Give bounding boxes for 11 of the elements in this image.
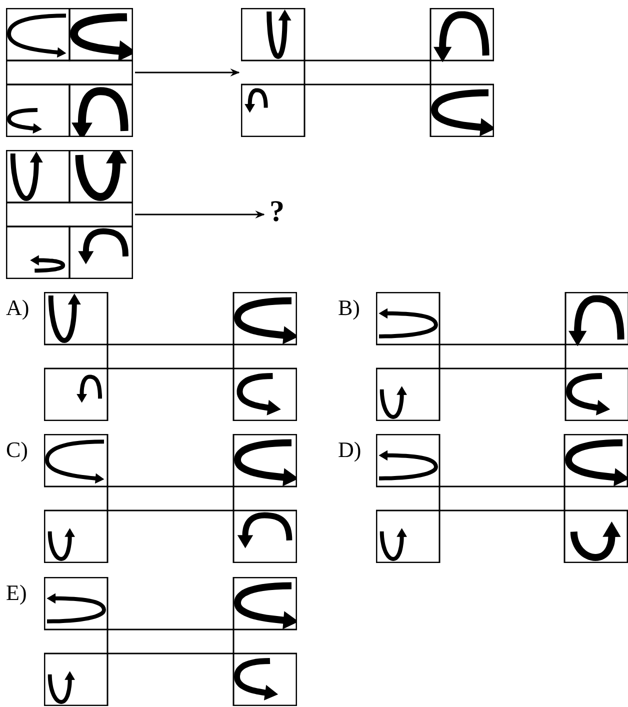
arrow <box>135 210 265 218</box>
option-label: E) <box>6 581 27 605</box>
option-label: A) <box>6 296 30 320</box>
option-label: B) <box>338 296 360 320</box>
option-label: D) <box>338 438 362 462</box>
question-mark: ? <box>266 196 288 228</box>
option-label: C) <box>6 438 28 462</box>
arrow <box>135 68 240 76</box>
figure-drawing <box>6 150 133 279</box>
figure-drawing <box>6 8 133 137</box>
figure-drawing <box>241 8 494 137</box>
